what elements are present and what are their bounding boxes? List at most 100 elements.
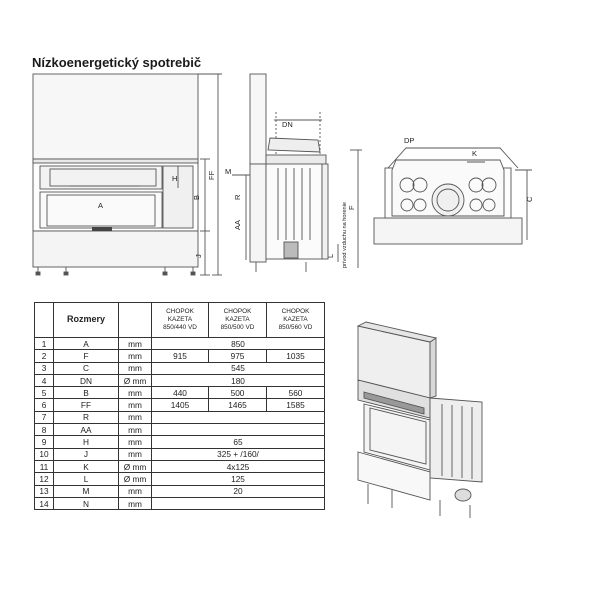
- table-header-cell: [118, 302, 152, 338]
- dimension-name-cell: K: [53, 459, 119, 474]
- unit-cell: Ø mm: [118, 472, 152, 486]
- dim-label-c: C: [525, 196, 534, 202]
- unit-cell: mm: [118, 361, 152, 375]
- unit-cell: mm: [118, 398, 152, 412]
- row-number-cell: 3: [34, 361, 54, 375]
- value-cell: 915: [151, 349, 209, 363]
- dim-label-aa: AA: [233, 220, 242, 230]
- dim-label-m: M: [225, 167, 231, 176]
- side-view: [232, 73, 362, 272]
- value-cell: 1035: [266, 349, 325, 363]
- dimension-name-cell: FF: [53, 398, 119, 412]
- row-number-cell: 10: [34, 447, 54, 461]
- row-number-cell: 14: [34, 496, 54, 511]
- dimension-name-cell: M: [53, 484, 119, 498]
- front-view: [32, 73, 222, 276]
- dimension-name-cell: F: [53, 349, 119, 363]
- value-cell-merged: 125: [151, 472, 325, 486]
- dimension-name-cell: R: [53, 410, 119, 425]
- isometric-view: [356, 321, 483, 518]
- dimension-name-cell: B: [53, 386, 119, 400]
- value-cell-merged: [151, 423, 325, 437]
- unit-cell: mm: [118, 349, 152, 363]
- dimension-name-cell: H: [53, 435, 119, 449]
- value-cell: 975: [208, 349, 267, 363]
- unit-cell: mm: [118, 410, 152, 425]
- dim-label-r: R: [233, 194, 242, 200]
- dim-label-k: K: [472, 149, 477, 158]
- value-cell: 560: [266, 386, 325, 400]
- unit-cell: mm: [118, 496, 152, 511]
- page-title: Nízkoenergetický spotrebič: [32, 55, 202, 70]
- dimension-name-cell: A: [53, 336, 119, 351]
- value-cell-merged: 180: [151, 373, 325, 388]
- row-number-cell: 7: [34, 410, 54, 425]
- dimension-name-cell: AA: [53, 423, 119, 437]
- row-number-cell: 1: [34, 336, 54, 351]
- value-cell-merged: [151, 496, 325, 511]
- unit-cell: Ø mm: [118, 459, 152, 474]
- row-number-cell: 6: [34, 398, 54, 412]
- row-number-cell: 12: [34, 472, 54, 486]
- row-number-cell: 2: [34, 349, 54, 363]
- row-number-cell: 9: [34, 435, 54, 449]
- value-cell-merged: 850: [151, 336, 325, 351]
- dim-label-dp: DP: [404, 136, 414, 145]
- unit-cell: mm: [118, 336, 152, 351]
- value-cell-merged: 65: [151, 435, 325, 449]
- dimension-name-cell: L: [53, 472, 119, 486]
- row-number-cell: 13: [34, 484, 54, 498]
- value-cell: 440: [151, 386, 209, 400]
- value-cell: 1585: [266, 398, 325, 412]
- row-number-cell: 8: [34, 423, 54, 437]
- side-vertical-note: prívod vzduchu na horenie: [342, 202, 348, 268]
- unit-cell: mm: [118, 423, 152, 437]
- dim-label-j: J: [194, 254, 203, 258]
- row-number-cell: 11: [34, 459, 54, 474]
- unit-cell: Ø mm: [118, 373, 152, 388]
- value-cell-merged: 325 + /160/: [151, 447, 325, 461]
- row-number-cell: 5: [34, 386, 54, 400]
- dim-label-f: F: [347, 205, 356, 210]
- value-cell: 1405: [151, 398, 209, 412]
- dim-label-b: B: [192, 195, 201, 200]
- dimension-name-cell: DN: [53, 373, 119, 388]
- dimension-name-cell: C: [53, 361, 119, 375]
- dimension-name-cell: N: [53, 496, 119, 511]
- value-cell: 500: [208, 386, 267, 400]
- value-cell-merged: 20: [151, 484, 325, 498]
- value-cell-merged: [151, 410, 325, 425]
- dim-label-h: H: [172, 174, 177, 183]
- unit-cell: mm: [118, 386, 152, 400]
- table-header-cell: [34, 302, 54, 338]
- dim-label-dn: DN: [282, 120, 293, 129]
- row-number-cell: 4: [34, 373, 54, 388]
- table-header-rozmery: Rozmery: [53, 302, 119, 338]
- value-cell-merged: 545: [151, 361, 325, 375]
- dim-label-l: L: [326, 254, 335, 258]
- unit-cell: mm: [118, 484, 152, 498]
- value-cell: 1465: [208, 398, 267, 412]
- dim-label-a: A: [98, 201, 103, 210]
- dim-label-ff: FF: [207, 170, 216, 180]
